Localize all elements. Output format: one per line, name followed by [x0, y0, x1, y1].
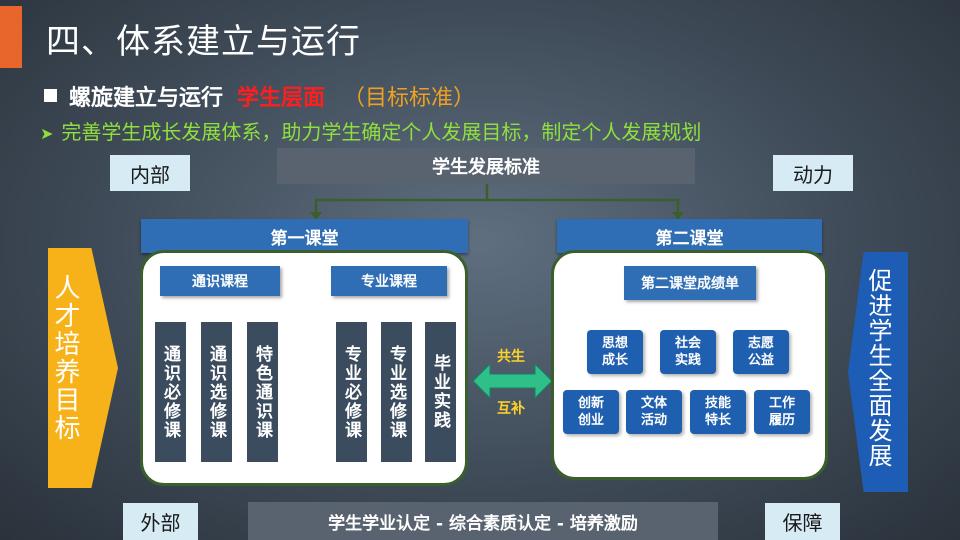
course-column: 专业必修课 [336, 322, 367, 462]
activity-tile: 工作 履历 [754, 390, 810, 434]
recognition-bar: 学生学业认定 - 综合素质认定 - 培养激励 [248, 502, 718, 540]
connector-arrowhead-right [672, 212, 684, 220]
activity-tile: 文体 活动 [626, 390, 682, 434]
subtitle-highlight: 学生层面 [237, 86, 326, 111]
double-arrow-icon [472, 362, 553, 400]
title-accent-bar [0, 6, 22, 68]
square-bullet-icon [44, 89, 57, 102]
bullet-text: 完善学生成长发展体系，助力学生确定个人发展目标，制定个人发展规划 [61, 120, 702, 144]
tag-guarantee: 保障 [765, 503, 840, 540]
tag-motivation: 动力 [773, 155, 853, 191]
student-development-standard-bar: 学生发展标准 [277, 148, 695, 184]
general-courses-label: 通识课程 [160, 266, 280, 296]
subtitle-paren: （目标标准） [343, 86, 476, 111]
first-classroom-header: 第一课堂 [141, 219, 468, 253]
tag-outer: 外部 [123, 503, 198, 540]
subtitle: 螺旋建立与运行学生层面 （目标标准） [44, 80, 475, 112]
complement-label: 互补 [497, 401, 525, 417]
second-classroom-header: 第二课堂 [557, 219, 822, 253]
connector-left [314, 184, 489, 216]
development-text: 促进学生全面发展 [864, 268, 892, 468]
subtitle-main: 螺旋建立与运行 [69, 86, 224, 111]
page-title: 四、体系建立与运行 [46, 22, 361, 62]
activity-tile: 志愿 公益 [733, 330, 789, 374]
arrow-bullet-icon: ➤ [40, 124, 54, 143]
bullet-line: ➤ 完善学生成长发展体系，助力学生确定个人发展目标，制定个人发展规划 [40, 116, 701, 145]
tag-inner: 内部 [110, 155, 190, 191]
course-column: 通识必修课 [155, 322, 186, 462]
activity-tile: 创新 创业 [563, 390, 619, 434]
second-classroom-report-label: 第二课堂成绩单 [624, 266, 756, 300]
course-column: 毕业实践 [425, 322, 456, 462]
course-column: 专业选修课 [381, 322, 412, 462]
course-column: 特色通识课 [247, 322, 278, 462]
connector-right [487, 198, 680, 216]
activity-tile: 技能 特长 [690, 390, 746, 434]
course-column: 通识选修课 [201, 322, 232, 462]
talent-goal-text: 人才培养目标 [50, 274, 80, 442]
connector-arrowhead-left [310, 212, 322, 220]
major-courses-label: 专业课程 [331, 266, 447, 296]
symbiosis-label: 共生 [497, 349, 525, 365]
activity-tile: 社会 实践 [660, 330, 716, 374]
activity-tile: 思想 成长 [587, 330, 643, 374]
